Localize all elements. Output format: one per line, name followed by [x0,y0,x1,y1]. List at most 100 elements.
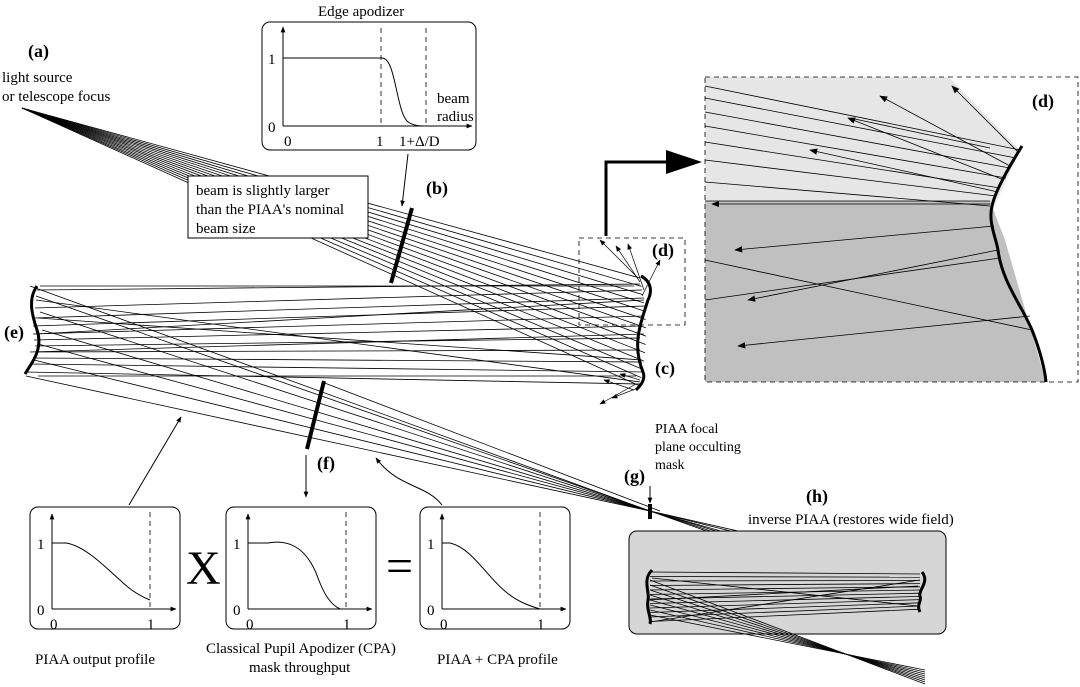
inset-ray [704,85,1021,151]
inverse-ray [649,580,921,582]
label-g: (g) [624,466,645,487]
piaa-ray [29,363,645,373]
piaa-ray [33,325,643,341]
piaa-output-pointer [128,416,182,506]
inverse-ray [649,599,921,609]
output-ray [649,579,926,685]
profile-y-one-label: 1 [37,537,45,553]
profile-y-zero-label: 0 [37,603,45,619]
converging-beam [25,285,921,607]
label-c: (c) [655,358,675,379]
inset-ray [704,181,991,207]
output-ray [649,594,926,679]
piaa-ray [34,289,643,309]
combined-profile-pointer [375,457,443,506]
input-ray [21,107,643,370]
beam-note-line2: than the PIAA's nominal [196,202,344,218]
converging-ray [321,381,661,512]
edge-apodizer-title: Edge apodizer [318,4,404,20]
scattered-ray [599,239,639,279]
inverse-piaa-rays [647,571,926,685]
piaa-ray [25,371,641,385]
profile-caption: Classical Pupil Apodizer (CPA) [206,641,396,657]
converging-ray [35,295,651,512]
inset-ray [849,117,991,149]
profile-x-zero-label: 0 [246,617,254,633]
profile-x-zero-label: 0 [440,617,448,633]
zoom-pointer [604,160,670,236]
inset-ray [704,125,1007,179]
inset-ray [704,159,997,197]
converging-ray [39,311,651,512]
inset-reflected-ray [747,249,999,302]
piaa-ray [32,357,643,363]
profile-curve [248,541,341,610]
output-ray [649,589,926,681]
output-ray [649,584,926,683]
inset-reflected-ray [879,95,1011,167]
input-ray [21,107,642,379]
profile-y-one-label: 1 [427,537,435,553]
profile-caption: PIAA + CPA profile [437,652,558,668]
output-ray [649,599,926,677]
source-line1: light source [2,70,73,86]
inset-reflected-ray [809,148,999,193]
beam-note-line3: beam size [196,221,256,237]
inset-ray [704,141,1001,189]
piaa-ray [35,349,641,353]
piaa-ray [35,299,641,383]
piaa-ray [34,337,641,347]
edge-apodizer-xlabel-line2: radius [437,109,474,125]
inset-ray [704,259,1033,331]
scattered-ray [599,383,637,405]
inverse-ray [651,577,919,607]
label-e: (e) [4,322,24,343]
mirror-c [634,274,652,392]
profile-curve [52,542,151,601]
inverse-piaa-box [628,530,947,635]
inset-ray [704,111,1011,169]
profile-curve [442,542,541,610]
piaa-ray [36,283,641,291]
inset-reflected-ray [737,315,1031,349]
scattered-rays [599,239,661,405]
profile-y-one-label: 1 [233,537,241,553]
piaa-ray [29,333,645,353]
profile-caption: PIAA output profile [35,652,155,668]
piaa-ray [37,317,643,361]
edge-apodizer-pointer [400,153,409,207]
piaa-ray [33,297,645,319]
inverse-ray [649,608,921,622]
piaa-ray [32,305,646,327]
converging-ray [37,343,651,512]
label-d-large: (d) [1032,91,1054,112]
inset-rays [704,85,1033,349]
beam-note-box: beam is slightly larger than the PIAA's … [187,175,369,239]
zoom-inset-d: (d) [704,76,1079,383]
label-h: (h) [806,486,828,507]
piaa-ray [35,299,645,335]
focal-mask-line1: PIAA focal [655,422,718,437]
inverse-ray [649,571,921,575]
label-d-small: (d) [652,240,674,261]
edge-apodizer-y-zero: 0 [268,120,276,136]
inverse-ray [649,602,921,613]
zoom-pointer-head [666,150,702,174]
scattered-ray [615,245,641,283]
inset-ray [704,97,1017,159]
label-b: (b) [426,178,448,199]
scattered-ray [611,387,639,399]
converging-ray [41,329,651,512]
profile-y-zero-label: 0 [233,603,241,619]
inset-reflected-ray [734,225,995,253]
converging-ray [25,375,651,512]
inset-mirror [989,145,1048,383]
scattered-ray [641,259,661,297]
profile-y-zero-label: 0 [427,603,435,619]
zoom-region-d [578,237,686,326]
profile-caption: mask throughput [249,660,351,676]
